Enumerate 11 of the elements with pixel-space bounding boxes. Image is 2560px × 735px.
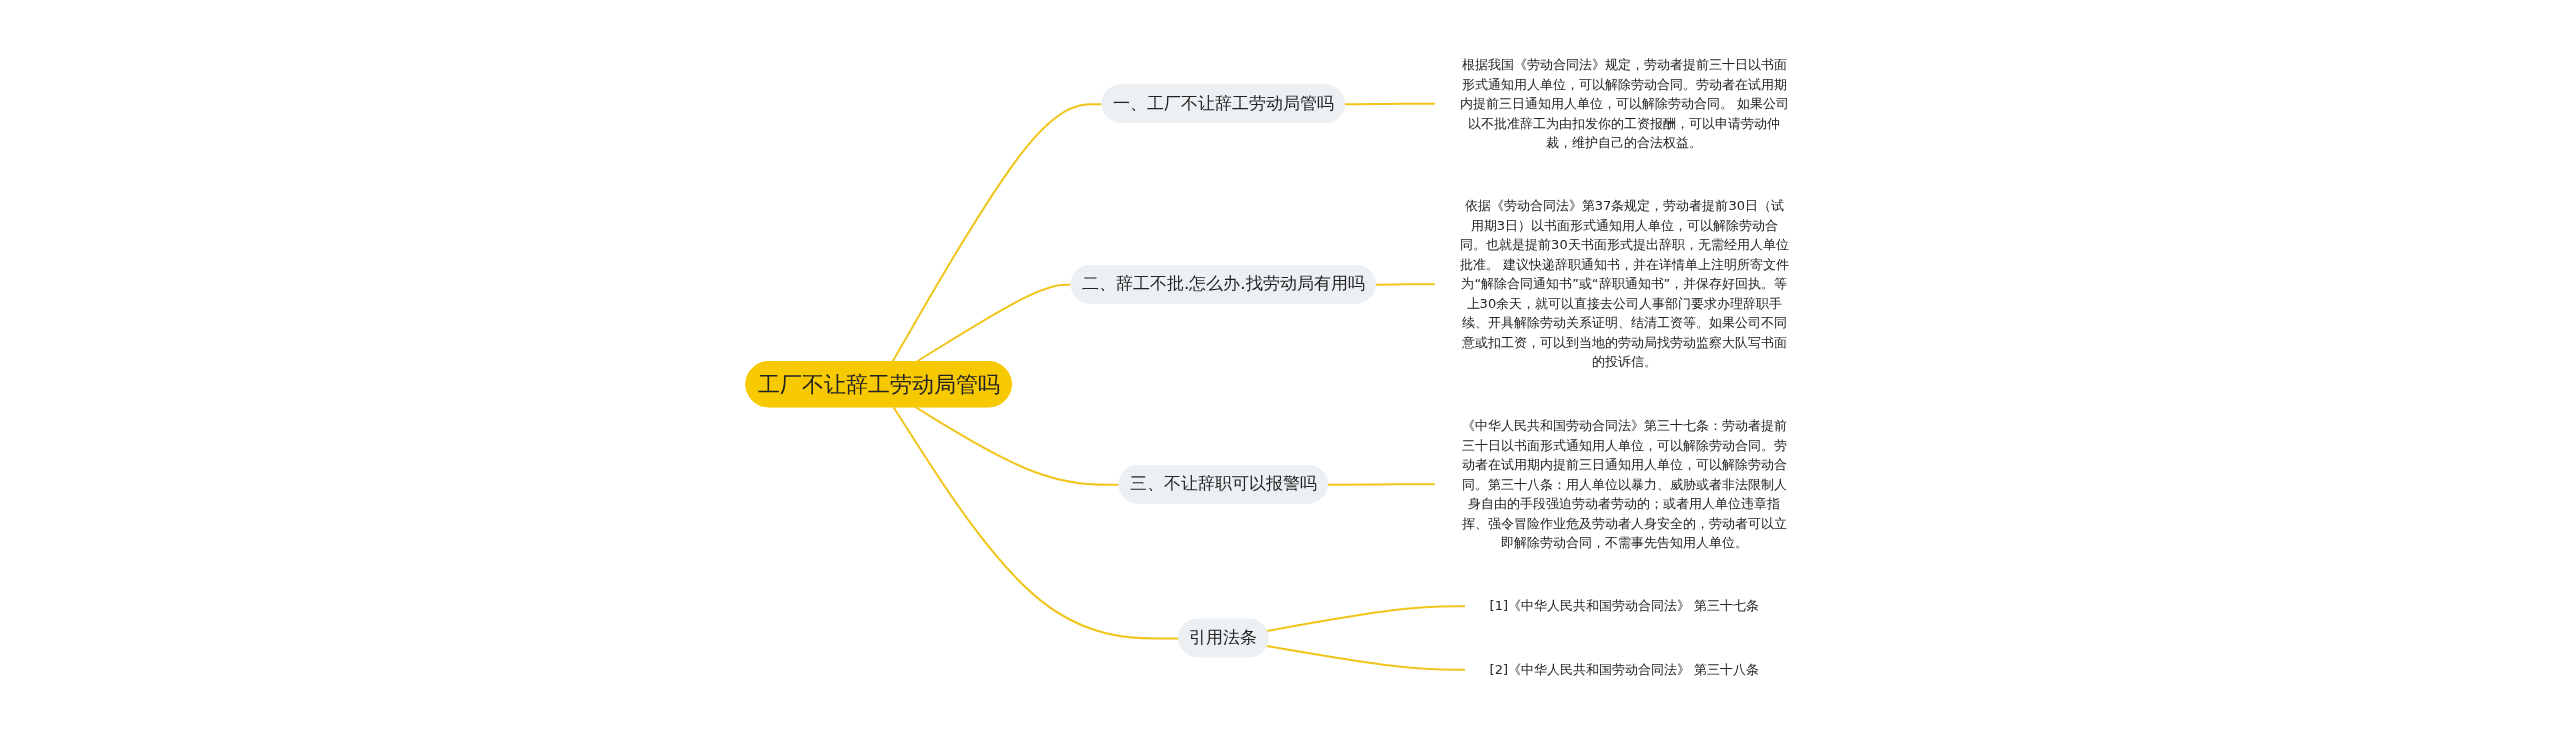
connector — [1375, 283, 1437, 286]
node-text: [1]《中华人民共和国劳动合同法》 第三十七条 — [1489, 598, 1760, 614]
node-text: 《中华人民共和国劳动合同法》第三十七条：劳动者提前三十日以书面形式通知用人单位，可以解除劳动合同。劳动者在试用期内提前三日通知用人单位，可以解除劳动合同。第三十八条：用人单位以暴力、威胁或者非法限制人身自由的手段强迫劳动者劳动的；或者用人单位违章指挥、强令冒险作业危及劳动者人身安全的，劳动者可以立即解除劳动合同，不需事先告知用人单位。 — [1462, 418, 1788, 551]
connector — [1327, 483, 1437, 486]
connector — [1266, 605, 1467, 633]
node-text: 依据《劳动合同法》第37条规定，劳动者提前30日（试用期3日）以书面形式通知用人单位，可以解除劳动合同。也就是提前30天书面形式提出辞职，无需经用人单位批准。 建议快递辞职通知书，并在详情单上注明所寄文件为“解除合同通知书”或“辞职通知书”，并保存好回执。等上30余天，就可以直接去公司人事部门要求办理辞职手续、开具解除劳动关系证明、结清工资等。如果公司不同意或扣工资，可以到当地的劳动局找劳动监察大队写书面的投诉信。 — [1460, 198, 1790, 370]
node-text: 根据我国《劳动合同法》规定，劳动者提前三十日以书面形式通知用人单位，可以解除劳动合同。劳动者在试用期内提前三日通知用人单位，可以解除劳动合同。 如果公司以不批准辞工为由扣发你的工资报酬，可以申请劳动仲裁，维护自己的合法权益。 — [1460, 57, 1790, 151]
node-text: [2]《中华人民共和国劳动合同法》 第三十八条 — [1489, 662, 1760, 678]
connector — [915, 406, 1121, 486]
connector — [1344, 103, 1437, 106]
connector — [1266, 645, 1467, 671]
